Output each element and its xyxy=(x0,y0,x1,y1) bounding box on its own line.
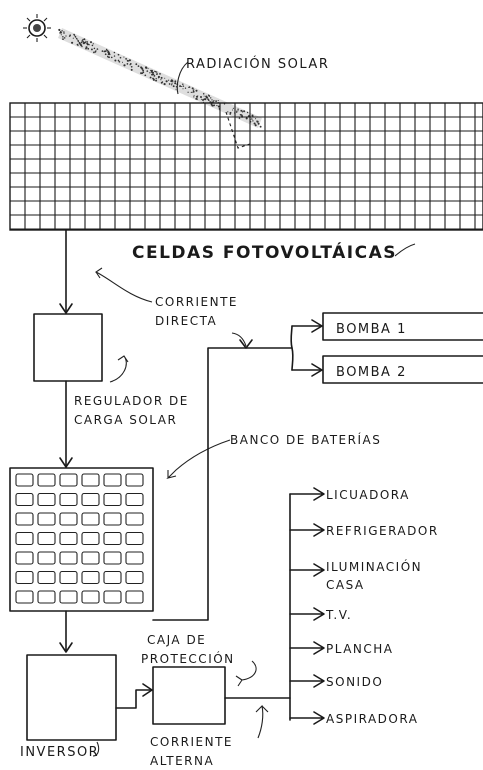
appliance-label: SONIDO xyxy=(326,675,383,689)
appliance-branch: ILUMINACIÓN CASA xyxy=(289,559,422,592)
charge-regulator-box xyxy=(33,313,103,382)
regulator-label-line1: REGULADOR DE xyxy=(74,394,189,408)
pv-cells-label: CELDAS FOTOVOLTÁICAS xyxy=(132,241,397,263)
dc-pump-feed-line xyxy=(152,319,323,621)
dc-main-line xyxy=(59,229,73,314)
pump-2-label: BOMBA 2 xyxy=(336,365,407,380)
radiation-label: RADIACIÓN SOLAR xyxy=(186,56,329,72)
ac-label-line1: CORRIENTE xyxy=(150,735,233,749)
appliance-branch: ASPIRADORA xyxy=(289,711,418,726)
inverter-label: INVERSOR xyxy=(20,745,99,760)
appliance-branch: T.V. xyxy=(289,607,352,622)
pv-panel-grid xyxy=(9,102,483,231)
pump-1-label: BOMBA 1 xyxy=(336,322,407,337)
regulator-label-line2: CARGA SOLAR xyxy=(74,413,177,427)
battery-bank-box xyxy=(9,467,154,612)
appliance-label: REFRIGERADOR xyxy=(326,524,439,538)
dc-label-arrow xyxy=(94,267,153,303)
pump-2-box: BOMBA 2 xyxy=(322,355,483,384)
regulator-battery-line xyxy=(59,380,73,468)
dc-label-line1: CORRIENTE xyxy=(155,295,238,309)
regulator-label-arrow xyxy=(109,355,129,383)
battery-label: BANCO DE BATERÍAS xyxy=(230,432,381,447)
appliance-label: T.V. xyxy=(325,608,352,622)
ac-distribution-line xyxy=(224,493,291,721)
appliance-branch: PLANCHA xyxy=(289,641,394,656)
appliance-label: ILUMINACIÓN xyxy=(326,559,422,574)
ac-label-line2: ALTERNA xyxy=(150,754,214,768)
protection-box xyxy=(152,666,226,725)
ac-label-arrow xyxy=(255,704,269,739)
protection-label-arrow xyxy=(235,660,257,687)
appliance-label: ASPIRADORA xyxy=(326,712,418,726)
protection-label-line1: CAJA DE xyxy=(147,633,206,647)
appliance-label: LICUADORA xyxy=(326,488,410,502)
sun-icon xyxy=(23,14,51,42)
dc-directa-tail xyxy=(231,332,247,347)
pv-label-tail xyxy=(394,243,416,257)
battery-label-arrow xyxy=(166,439,231,480)
pump-1-box: BOMBA 1 xyxy=(322,312,483,341)
dc-label-line2: DIRECTA xyxy=(155,314,217,328)
radiation-arrow xyxy=(176,61,189,95)
appliance-label-line2: CASA xyxy=(326,578,365,592)
inverter-protection-line xyxy=(115,683,153,709)
inverter-label-tail xyxy=(92,741,100,757)
appliance-branch: LICUADORA xyxy=(289,487,410,502)
appliance-branch: REFRIGERADOR xyxy=(289,523,439,538)
inverter-box xyxy=(26,654,117,741)
appliance-label: PLANCHA xyxy=(326,642,394,656)
appliance-branch: SONIDO xyxy=(289,674,383,689)
battery-inverter-line xyxy=(59,610,73,653)
protection-label-line2: PROTECCIÓN xyxy=(141,651,235,666)
